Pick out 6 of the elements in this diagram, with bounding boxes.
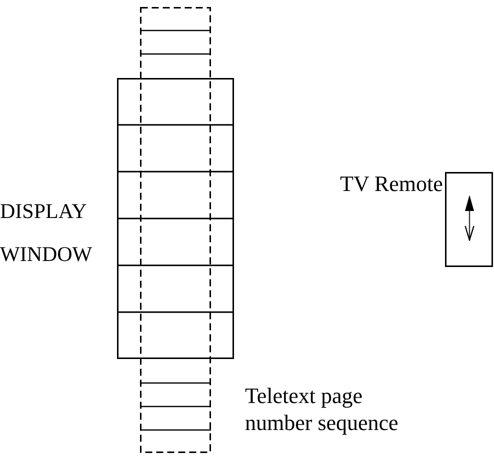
display-window xyxy=(117,78,234,359)
strip-caption: Teletext page number sequence xyxy=(245,382,400,436)
dashed-strip xyxy=(140,7,211,453)
remote-caption: TV Remote xyxy=(340,171,443,196)
window-caption: DISPLAY WINDOW xyxy=(0,198,94,268)
remote-control xyxy=(445,172,493,267)
